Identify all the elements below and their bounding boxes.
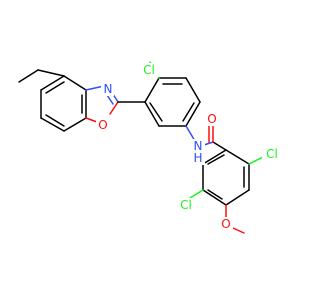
oxygen-label-carbonyl: O xyxy=(207,112,216,126)
dichloromethoxyphenyl-ring xyxy=(189,149,264,234)
oxygen-label-methoxy: O xyxy=(221,217,230,231)
benzoxazole-benzene-ring xyxy=(40,75,87,132)
chlorine-label-left: Cl xyxy=(180,198,192,212)
molecule-structure: Cl N O O N H Cl Cl O xyxy=(18,61,284,234)
atom-labels: Cl N O O N H Cl Cl O xyxy=(96,63,284,231)
oxygen-label-oxazole: O xyxy=(98,118,107,132)
hydrogen-label-amide: H xyxy=(193,151,202,165)
nitrogen-label-oxazole: N xyxy=(104,82,113,96)
chlorine-label-top: Cl xyxy=(143,63,155,77)
nitrogen-label-amide: N xyxy=(194,139,203,153)
ethyl-group xyxy=(18,69,65,83)
oxazole-ring xyxy=(85,85,119,123)
chlorine-label-right: Cl xyxy=(266,147,278,161)
